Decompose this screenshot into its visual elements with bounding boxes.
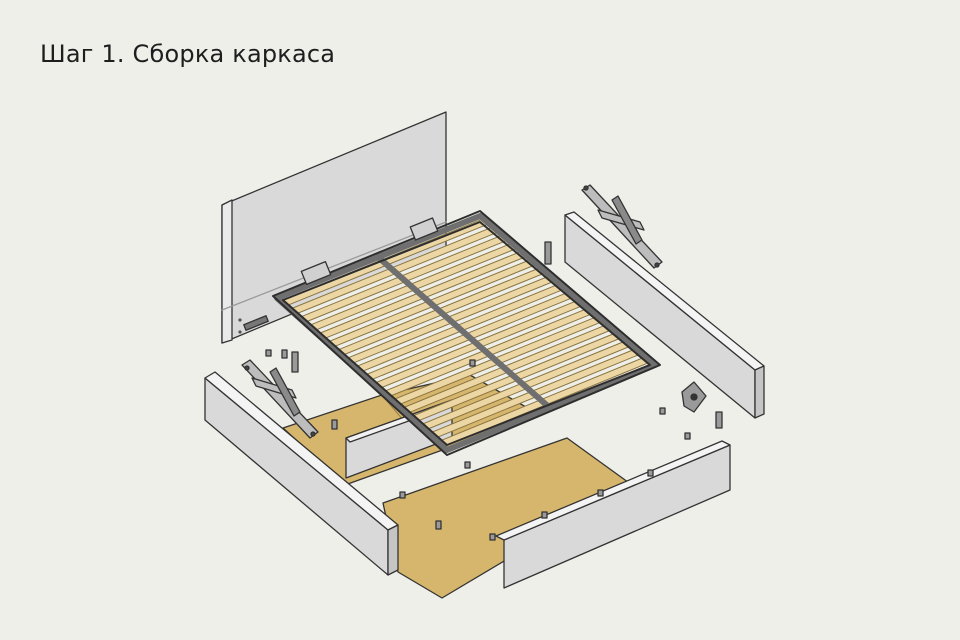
corner-plate-icon [681, 381, 707, 413]
side-rail-left [204, 371, 399, 576]
foot-rail [495, 440, 731, 589]
side-rail-right [564, 211, 765, 419]
gas-lift-mechanism-icon [241, 359, 319, 439]
step-title: Шаг 1. Сборка каркаса [40, 40, 336, 68]
mounting-bracket-icon [265, 241, 723, 541]
slatted-frame [272, 210, 661, 456]
gas-lift-mechanism-icon [581, 184, 663, 269]
metal-frame [274, 213, 658, 453]
